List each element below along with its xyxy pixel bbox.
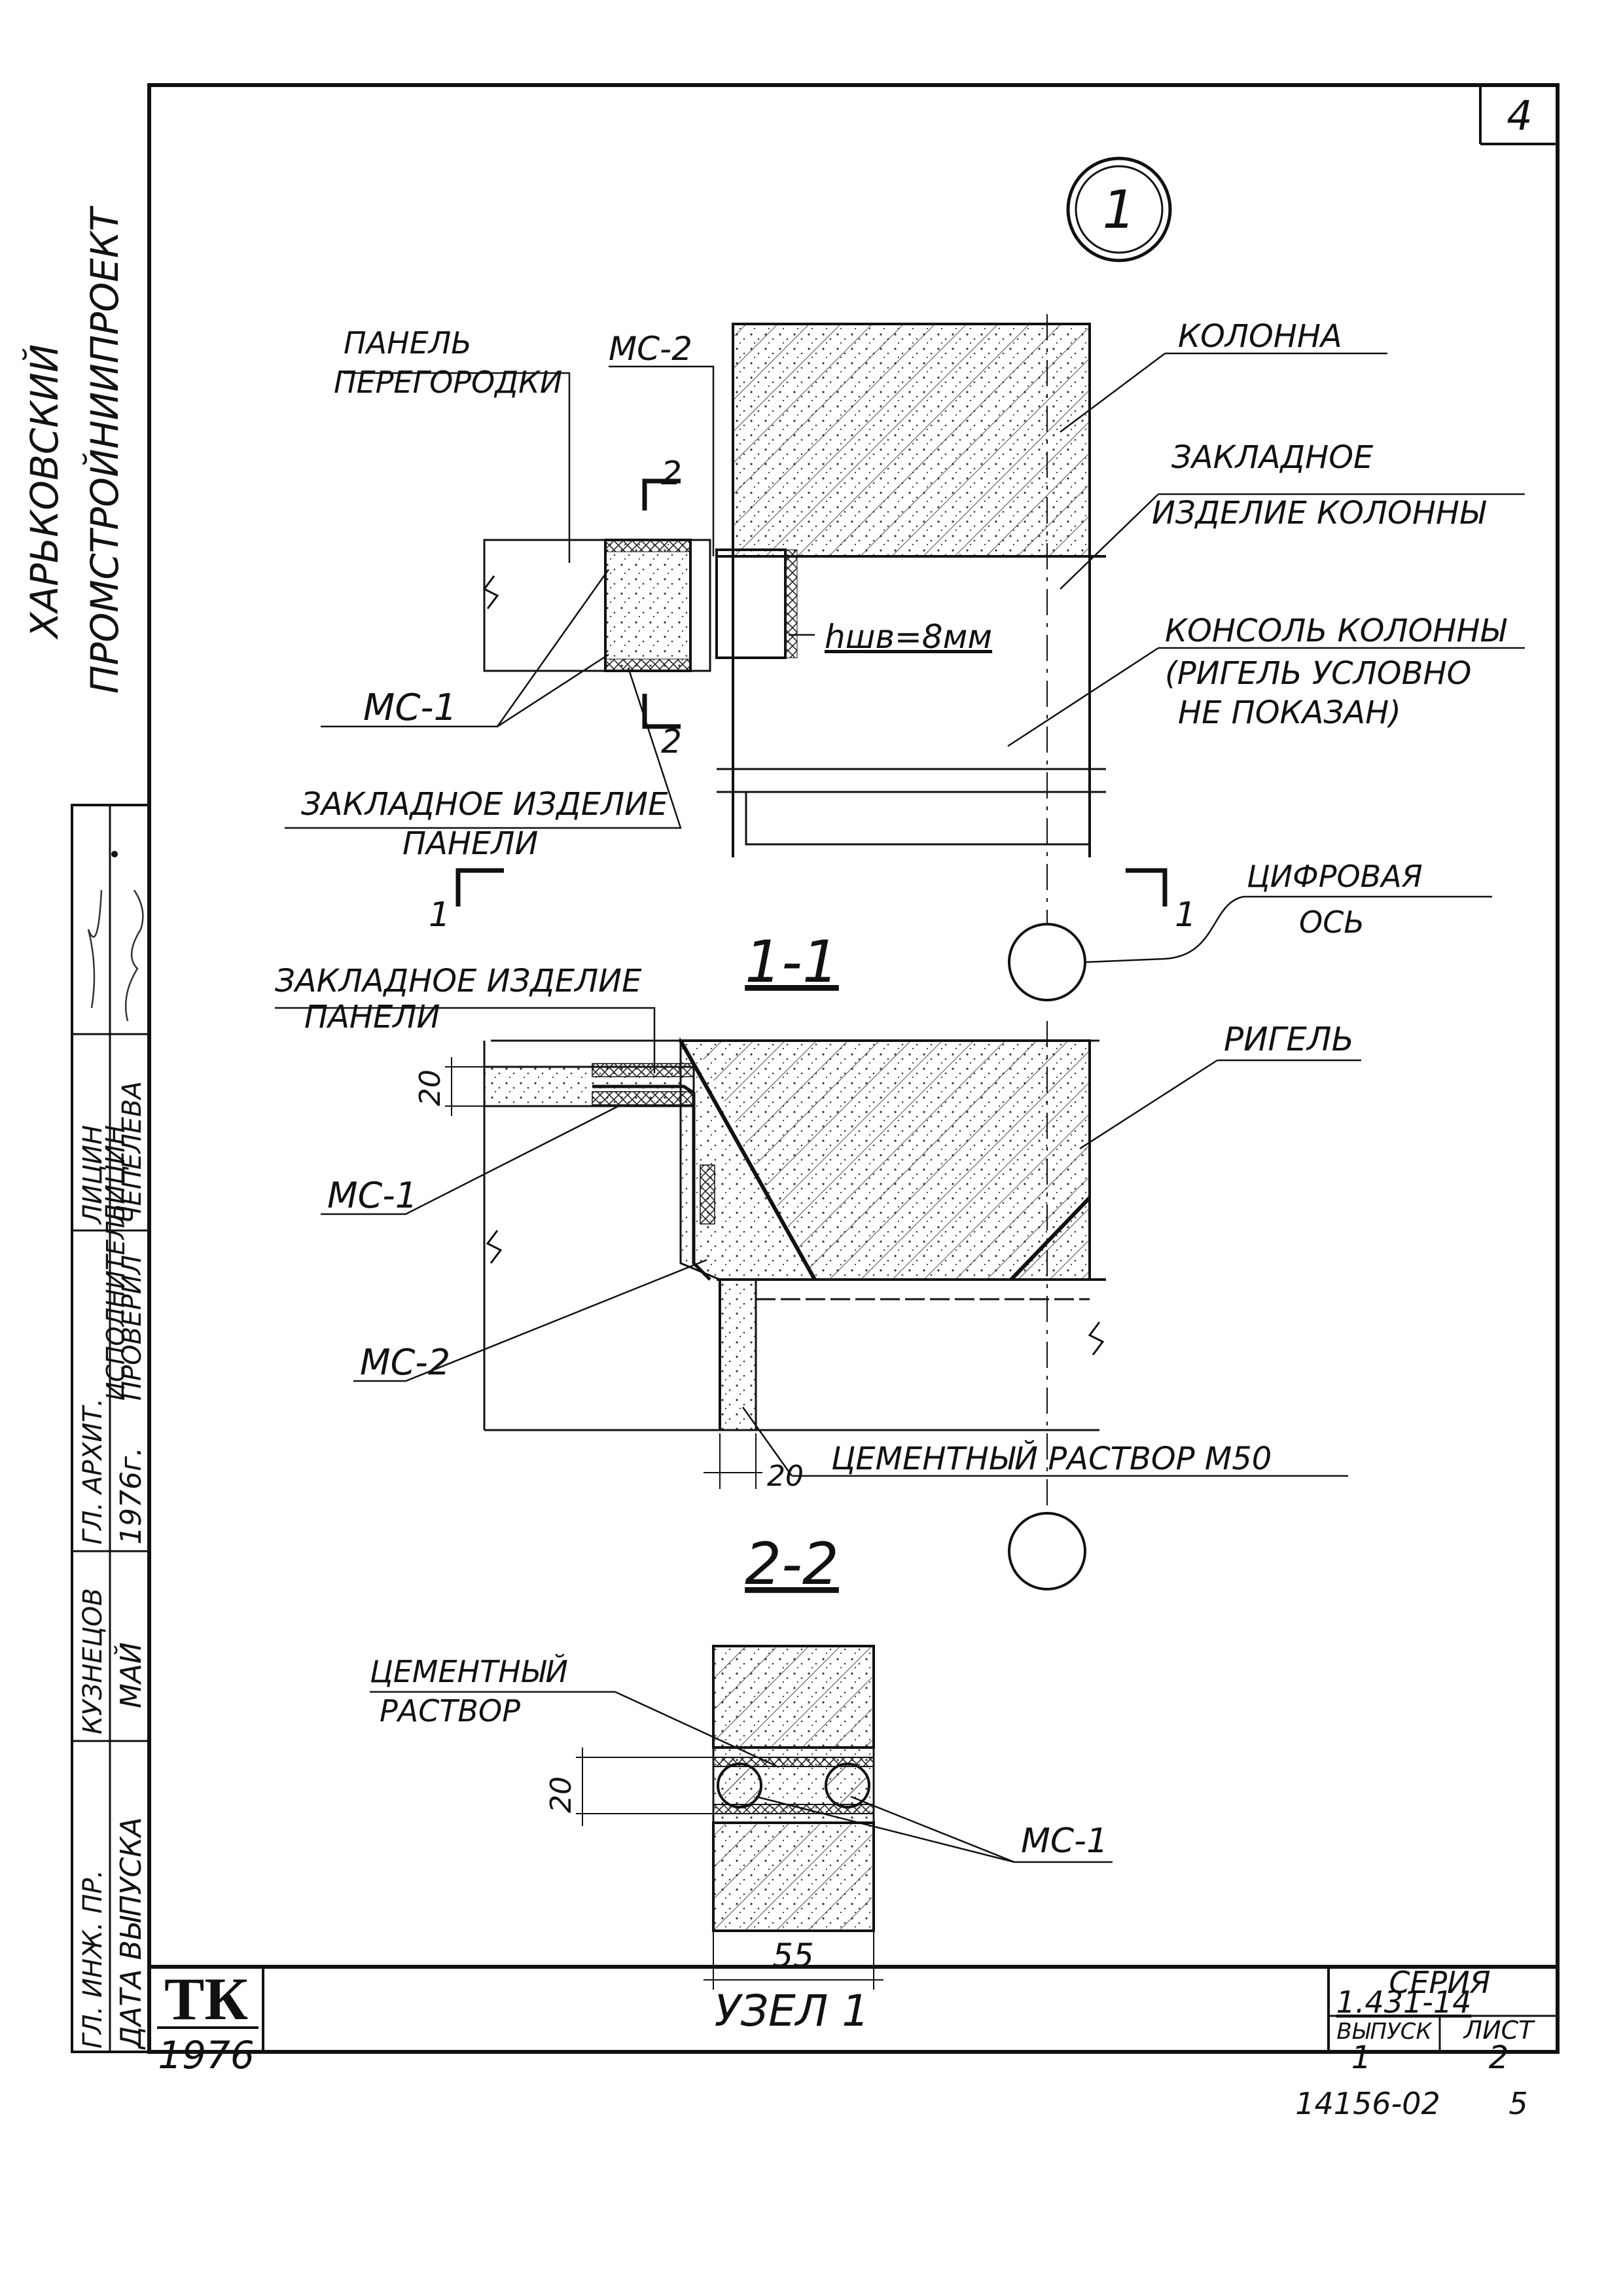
label-mc1: МС-1 bbox=[363, 687, 457, 729]
cut-2-top: 2 bbox=[661, 454, 682, 492]
label-console-line1: КОНСОЛЬ КОЛОННЫ bbox=[1165, 613, 1507, 649]
node-1-plan: 1 bbox=[455, 156, 1172, 1001]
org-name-line2: ПРОМСТРОЙНИИПРОЕКТ bbox=[82, 205, 127, 694]
label-mc2-top: МС-2 bbox=[609, 330, 692, 368]
section-1-1-drawing bbox=[445, 1021, 1106, 1590]
side-stamp: ГЛ. ИНЖ. ПР. ДАТА ВЫПУСКА КУЗНЕЦОВ МАЙ 1… bbox=[78, 851, 148, 2050]
series-label: СЕРИЯ bbox=[1389, 1965, 1490, 2000]
label-console-line3: НЕ ПОКАЗАН) bbox=[1178, 694, 1401, 731]
title-block-year: 1976 bbox=[158, 2033, 255, 2077]
label-digital-axis-line2: ОСЬ bbox=[1299, 905, 1364, 940]
label-panel-line2: ПЕРЕГОРОДКИ bbox=[334, 365, 562, 400]
sheet-value: 2 bbox=[1489, 2039, 1509, 2076]
sheet-label: ЛИСТ bbox=[1463, 2016, 1536, 2045]
logo-tk: ТК bbox=[164, 1965, 248, 2032]
section-2-2-dim-55: 55 bbox=[772, 1937, 814, 1975]
stamp-name-2: ЛИЦИН bbox=[101, 1125, 131, 1225]
stamp-chief-architect: ГЛ. АРХИТ. bbox=[78, 1398, 108, 1545]
stamp-month: МАЙ bbox=[113, 1642, 148, 1708]
cut-2-bottom: 2 bbox=[661, 723, 682, 761]
archive-number: 14156-02 bbox=[1295, 2086, 1440, 2121]
section-2-2-leaders bbox=[370, 1691, 1113, 1863]
callout-number: 1 bbox=[1103, 179, 1136, 240]
stamp-chief-engineer: ГЛ. ИНЖ. ПР. bbox=[78, 1870, 108, 2049]
column-embedded-plate bbox=[715, 548, 787, 659]
stamp-year: 1976г. bbox=[115, 1447, 148, 1545]
section-2-2-title: 2-2 bbox=[745, 1530, 839, 1598]
section-1-1-mc2: МС-2 bbox=[360, 1342, 450, 1383]
org-name-line1: ХАРЬКОВСКИЙ bbox=[22, 344, 67, 640]
issue-value: 1 bbox=[1351, 2039, 1372, 2076]
section-2-2-mc1: МС-1 bbox=[1021, 1821, 1108, 1861]
partition-panel bbox=[483, 539, 711, 672]
section-2-2-dim-20: 20 bbox=[544, 1776, 578, 1813]
label-embedded-column-line2: ИЗДЕЛИЕ КОЛОННЫ bbox=[1152, 495, 1487, 531]
label-digital-axis-line1: ЦИФРОВАЯ bbox=[1247, 859, 1423, 894]
section-2-2-mortar-line1: ЦЕМЕНТНЫЙ bbox=[370, 1654, 568, 1689]
section-1-1-rigel: РИГЕЛЬ bbox=[1224, 1020, 1354, 1058]
section-1-1-title: 1-1 bbox=[745, 928, 839, 996]
section-2-2-drawing bbox=[576, 1645, 883, 1990]
cut-1-right: 1 bbox=[1175, 895, 1196, 935]
stamp-name-3: ЧЕПЕЛЕВА bbox=[117, 1081, 147, 1224]
section-1-1-leaders bbox=[275, 1007, 1361, 1477]
label-embedded-column-line1: ЗАКЛАДНОЕ bbox=[1171, 439, 1374, 476]
sheet-frame bbox=[71, 83, 1560, 2054]
section-1-1-dim-20-bottom: 20 bbox=[767, 1460, 804, 1493]
section-1-1-mc1: МС-1 bbox=[327, 1175, 418, 1216]
stamp-issue-date: ДАТА ВЫПУСКА bbox=[115, 1817, 148, 2050]
cut-1-left: 1 bbox=[429, 895, 450, 935]
section-1-1-dim-20: 20 bbox=[414, 1069, 447, 1106]
section-2-2-mortar-line2: РАСТВОР bbox=[380, 1693, 520, 1729]
label-embedded-panel-line1: ЗАКЛАДНОЕ ИЗДЕЛИЕ bbox=[301, 786, 668, 823]
section-1-1-embedded-line2: ПАНЕЛИ bbox=[304, 999, 440, 1035]
section-1-1-mortar: ЦЕМЕНТНЫЙ РАСТВОР М50 bbox=[831, 1440, 1272, 1477]
callout-circle bbox=[1066, 156, 1172, 262]
label-column: КОЛОННА bbox=[1178, 318, 1342, 355]
stamp-name-1: ЛИЦИН bbox=[78, 1125, 108, 1225]
stamp-kuznetsov: КУЗНЕЦОВ bbox=[78, 1588, 108, 1734]
issue-label: ВЫПУСК bbox=[1336, 2018, 1433, 2045]
axis-bubble bbox=[1008, 923, 1086, 1001]
label-panel-line1: ПАНЕЛЬ bbox=[344, 325, 472, 361]
series-value: 1.431-14 bbox=[1336, 1984, 1472, 2020]
drawing-title: УЗЕЛ 1 bbox=[715, 1986, 870, 2036]
label-console-line2: (РИГЕЛЬ УСЛОВНО bbox=[1165, 655, 1471, 692]
archive-page: 5 bbox=[1508, 2086, 1527, 2121]
stamp-executor: ИСПОЛНИТЕЛЬ bbox=[101, 1204, 130, 1401]
label-weld: hшв=8мм bbox=[825, 618, 992, 656]
section-1-1-embedded-line1: ЗАКЛАДНОЕ ИЗДЕЛИЕ bbox=[275, 963, 642, 999]
page-number: 4 bbox=[1507, 92, 1532, 139]
leader-lines bbox=[285, 352, 1525, 963]
label-embedded-panel-line2: ПАНЕЛИ bbox=[402, 825, 538, 862]
stamp-checked: ПРОВЕРИЛ bbox=[117, 1255, 147, 1401]
